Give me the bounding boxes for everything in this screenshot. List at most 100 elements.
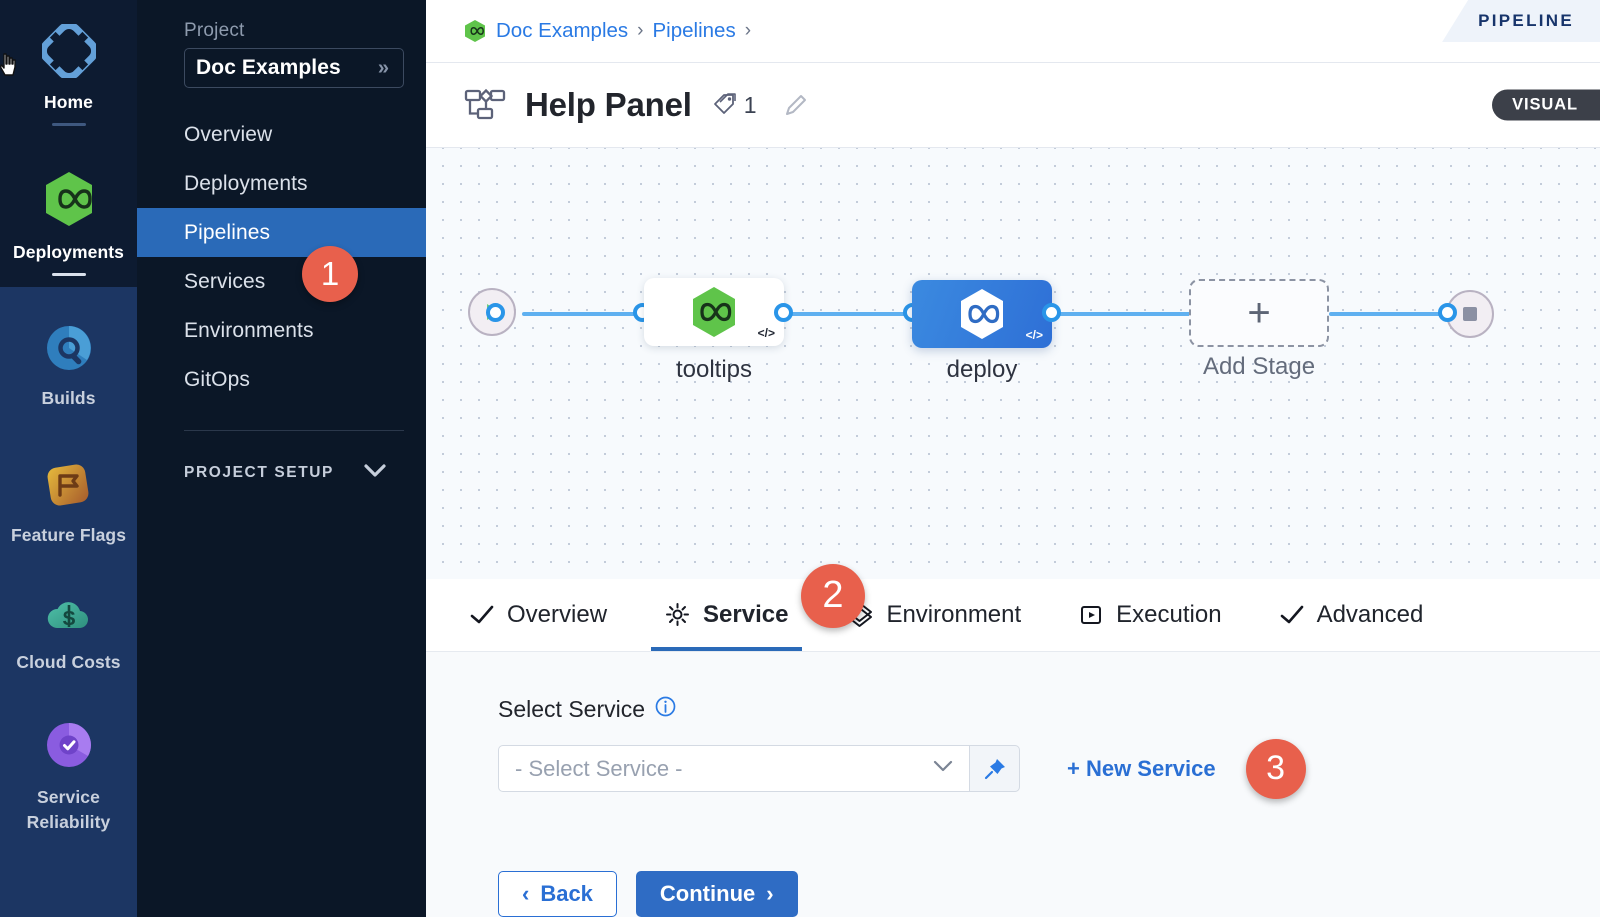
page-header: Help Panel 1 VISUAL [426, 61, 1600, 149]
module-item-label: Home [43, 92, 94, 112]
breadcrumb-link-pipelines[interactable]: Pipelines [652, 18, 736, 42]
module-item-cloud-costs[interactable]: S Cloud Costs [0, 546, 137, 673]
pin-service-button[interactable] [970, 745, 1020, 793]
feature-flags-icon [43, 459, 95, 516]
sidebar-item-label: Overview [184, 122, 273, 146]
module-item-underline [51, 123, 86, 126]
stage-label-tooltips: tooltips [675, 356, 753, 384]
select-service-label-text: Select Service [498, 695, 646, 722]
form-button-row: ‹ Back Continue › [498, 870, 1600, 917]
stage-label-deploy: deploy [946, 356, 1018, 384]
continue-button[interactable]: Continue › [635, 870, 798, 917]
service-reliability-icon [43, 719, 95, 776]
info-icon[interactable] [655, 696, 676, 723]
main-content: Doc Examples › Pipelines › PIPELINE [426, 0, 1600, 917]
stage-code-badge: </> [757, 326, 775, 341]
new-service-link[interactable]: + New Service [1067, 755, 1216, 781]
check-icon [1280, 605, 1304, 625]
stage-code-badge: </> [1025, 328, 1043, 343]
gear-icon [665, 602, 690, 627]
project-selector[interactable]: Doc Examples » [184, 48, 404, 88]
annotation-badge-1: 1 [302, 246, 358, 302]
edge-add-to-end [1329, 312, 1459, 317]
sidebar-item-gitops[interactable]: GitOps [137, 355, 426, 404]
pipeline-diagram-icon [464, 88, 506, 122]
tag-indicator[interactable]: 1 [711, 89, 757, 122]
port-end-in[interactable] [1438, 303, 1457, 323]
module-item-underline [51, 273, 86, 276]
tab-label: Environment [886, 600, 1022, 628]
sidebar-item-services[interactable]: Services [137, 257, 426, 306]
add-stage-node[interactable]: + [1189, 279, 1329, 348]
module-rail: Home Deployments [0, 0, 137, 917]
back-button-label: Back [540, 880, 593, 906]
project-setup-label: PROJECT SETUP [184, 464, 334, 481]
home-diamond-icon [39, 21, 98, 83]
port-start-out[interactable] [486, 303, 505, 323]
annotation-badge-3-number: 3 [1266, 749, 1286, 788]
deployments-infinity-icon [693, 287, 735, 338]
chevron-right-icon: › [766, 880, 774, 906]
edge-deploy-to-add [1052, 312, 1192, 317]
tab-environment[interactable]: Environment [846, 578, 1021, 651]
tab-service[interactable]: Service [650, 578, 803, 652]
select-service-value: - Select Service - [515, 755, 683, 781]
step-tabs: Overview Service [426, 563, 1600, 652]
play-box-icon [1079, 603, 1103, 627]
breadcrumb-link-doc-examples[interactable]: Doc Examples [496, 18, 629, 42]
tab-advanced[interactable]: Advanced [1280, 578, 1424, 651]
tab-label: Advanced [1316, 600, 1424, 628]
tab-execution[interactable]: Execution [1079, 578, 1222, 651]
breadcrumb-separator: › [637, 19, 644, 41]
annotation-badge-2-number: 2 [822, 574, 844, 617]
sidebar-item-pipelines[interactable]: Pipelines [137, 208, 426, 257]
project-caption: Project [184, 20, 245, 41]
select-service-label: Select Service [498, 696, 1600, 723]
sidebar-item-overview[interactable]: Overview [137, 110, 426, 159]
module-item-label: Builds [41, 388, 96, 408]
sidebar-item-environments[interactable]: Environments [137, 306, 426, 355]
sidebar-item-deployments[interactable]: Deployments [137, 159, 426, 208]
sidebar-item-label: Pipelines [184, 220, 271, 244]
module-item-label: Cloud Costs [16, 652, 121, 672]
tab-overview[interactable]: Overview [470, 578, 607, 651]
edge-start-to-tooltips [522, 312, 688, 317]
project-nav: Overview Deployments Pipelines Services … [137, 110, 426, 404]
annotation-badge-3: 3 [1245, 738, 1306, 799]
chevron-down-icon [364, 463, 386, 483]
visual-mode-badge[interactable]: VISUAL [1492, 89, 1600, 121]
module-item-label: Service Reliability [0, 785, 137, 835]
port-tooltips-out[interactable] [774, 303, 793, 323]
edit-pencil-icon[interactable] [781, 91, 809, 119]
project-setup-section[interactable]: PROJECT SETUP [137, 458, 426, 488]
module-item-feature-flags[interactable]: Feature Flags [0, 409, 137, 546]
pipeline-tab[interactable]: PIPELINE [1442, 0, 1600, 42]
module-item-service-reliability[interactable]: Service Reliability [0, 673, 137, 835]
builds-circle-icon [43, 322, 95, 379]
port-deploy-out[interactable] [1042, 303, 1061, 323]
breadcrumb-separator-trailing: › [744, 19, 752, 41]
stop-square-icon [1463, 307, 1477, 322]
sidebar-item-label: Environments [184, 318, 314, 342]
pipeline-end-node[interactable] [1446, 290, 1494, 339]
pipeline-canvas[interactable]: </> tooltips </> deploy + A [426, 148, 1600, 579]
tab-label: Overview [507, 600, 608, 628]
cloud-costs-icon: S [43, 592, 95, 643]
module-item-builds[interactable]: Builds [0, 276, 137, 409]
project-sidebar: Project Doc Examples » Overview Deployme… [137, 0, 426, 917]
tab-label: Service [703, 600, 789, 628]
sidebar-item-label: Services [184, 269, 266, 293]
module-item-home[interactable]: Home [0, 17, 137, 126]
tag-icon [711, 89, 739, 122]
project-selector-name: Doc Examples [196, 56, 341, 79]
continue-button-label: Continue [659, 880, 756, 906]
plus-icon: + [1247, 291, 1271, 336]
stage-node-tooltips[interactable]: </> [644, 278, 784, 347]
sidebar-item-label: Deployments [184, 171, 308, 195]
back-button[interactable]: ‹ Back [498, 870, 617, 917]
stage-node-deploy[interactable]: </> [912, 280, 1052, 349]
module-item-deployments[interactable]: Deployments [0, 126, 137, 276]
select-service-dropdown[interactable]: - Select Service - [498, 745, 970, 793]
sidebar-item-label: GitOps [184, 367, 250, 391]
